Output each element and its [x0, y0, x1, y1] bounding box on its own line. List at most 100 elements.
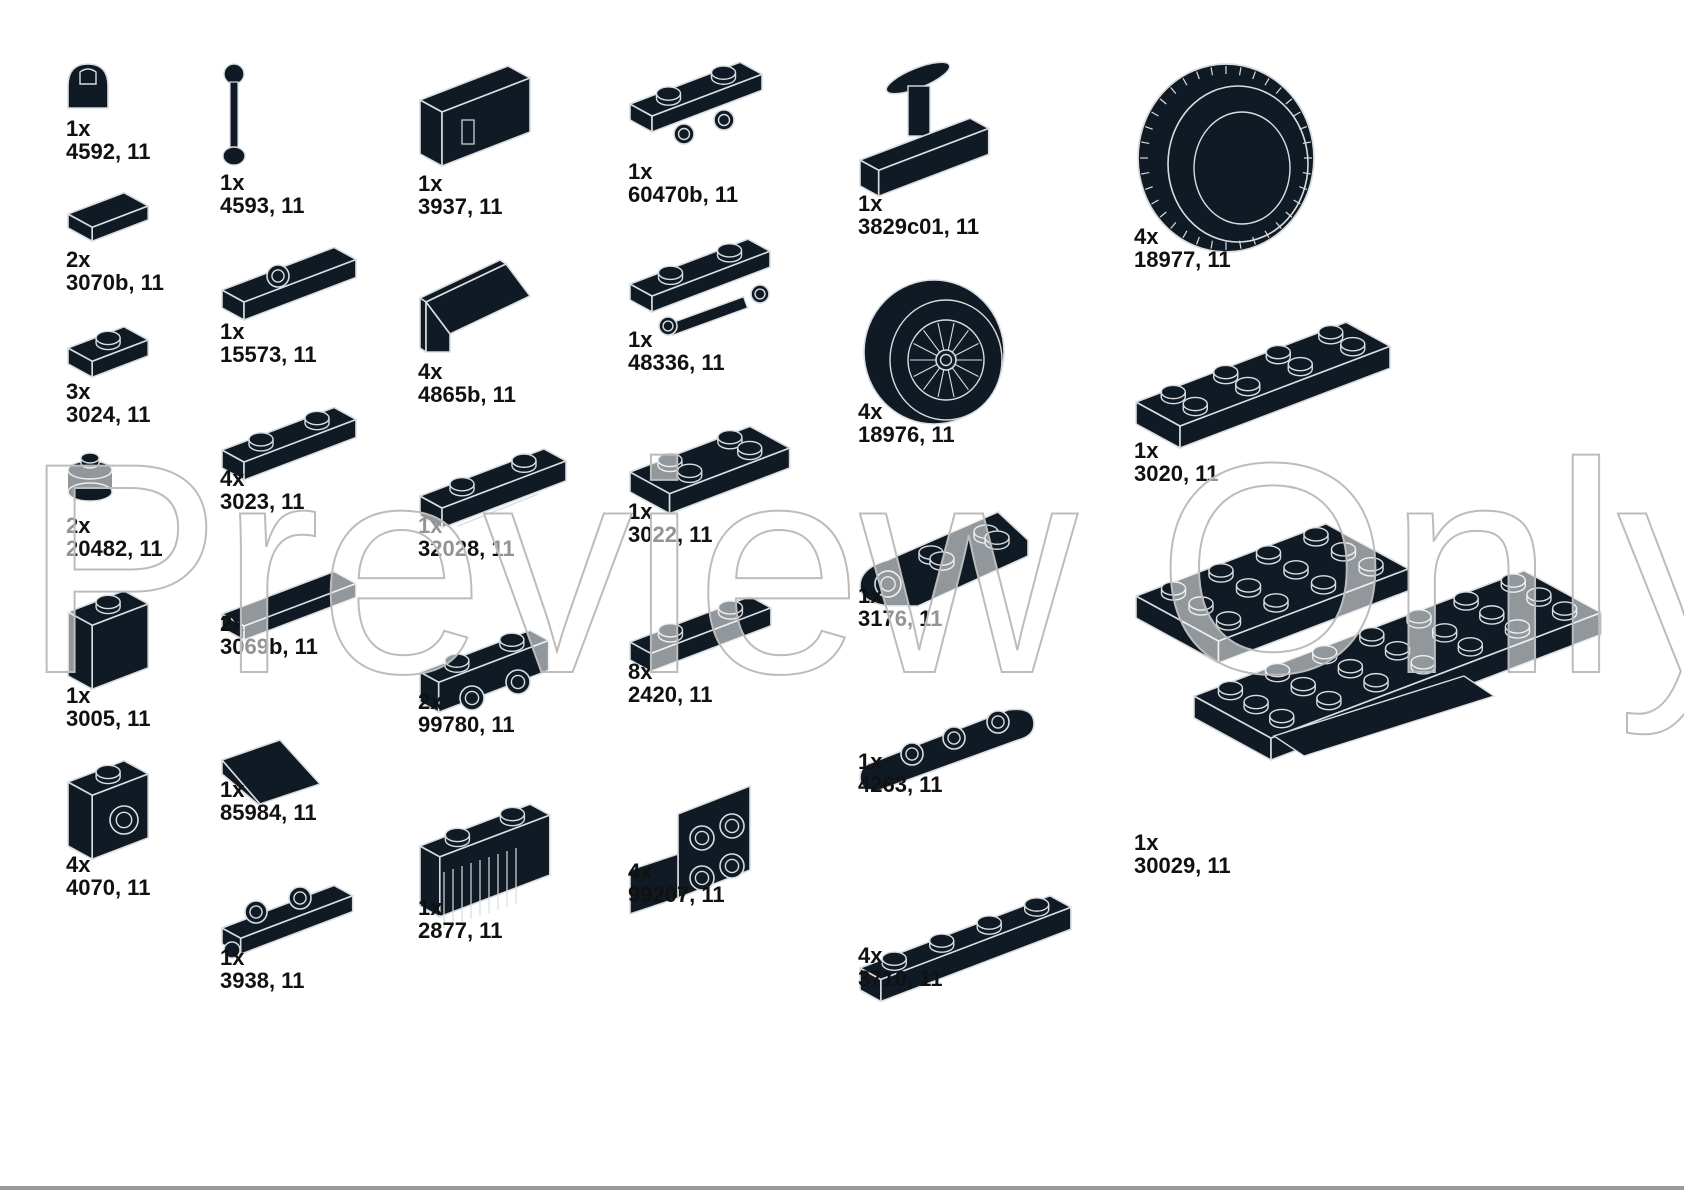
part-quantity: 2x: [418, 689, 443, 714]
part-number-color: 18976, 11: [858, 422, 955, 447]
part-illustration: [859, 61, 990, 197]
part-illustration: [419, 448, 567, 529]
part-number-color: 3710, 11: [858, 966, 943, 991]
part-illustration: [221, 406, 357, 481]
part-number-color: 4593, 11: [220, 193, 305, 218]
part-illustration: [67, 759, 149, 860]
part-number-color: 3024, 11: [66, 402, 151, 427]
part-quantity: 4x: [1134, 224, 1159, 249]
part-number-color: 20482, 11: [66, 536, 163, 561]
part-illustration: [1137, 63, 1315, 253]
part-illustration: [629, 238, 771, 337]
part-number-color: 15573, 11: [220, 342, 317, 367]
part-quantity: 1x: [858, 749, 883, 774]
part-number-color: 3022, 11: [628, 522, 713, 547]
part-quantity: 1x: [220, 945, 245, 970]
part-number-color: 3005, 11: [66, 706, 151, 731]
part-quantity: 1x: [220, 319, 245, 344]
part-quantity: 2x: [66, 513, 91, 538]
part-number-color: 18977, 11: [1134, 247, 1231, 272]
page-bottom-rule: [0, 1186, 1684, 1190]
part-number-color: 4592, 11: [66, 139, 151, 164]
part-quantity: 1x: [1134, 830, 1159, 855]
part-quantity: 4x: [858, 943, 883, 968]
part-illustration: [863, 279, 1005, 425]
part-quantity: 2x: [220, 611, 245, 636]
part-quantity: 1x: [628, 159, 653, 184]
part-number-color: 2420, 11: [628, 682, 713, 707]
part-number-color: 3829c01, 11: [858, 214, 980, 239]
part-illustration: [859, 511, 1029, 607]
part-quantity: 1x: [628, 327, 653, 352]
part-number-color: 4070, 11: [66, 875, 151, 900]
part-quantity: 4x: [628, 859, 653, 884]
part-quantity: 1x: [858, 191, 883, 216]
part-illustration: [629, 425, 791, 515]
part-number-color: 60470b, 11: [628, 182, 739, 207]
part-illustration: [67, 191, 149, 243]
part-quantity: 1x: [628, 499, 653, 524]
part-illustration: [419, 259, 531, 353]
part-number-color: 99207, 11: [628, 882, 725, 907]
part-quantity: 1x: [1134, 438, 1159, 463]
part-illustration: [629, 595, 772, 673]
part-number-color: 3070b, 11: [66, 270, 164, 295]
part-illustration: [629, 61, 763, 145]
part-quantity: 1x: [66, 116, 91, 141]
part-illustration: [221, 884, 354, 959]
part-number-color: 4865b, 11: [418, 382, 516, 407]
part-quantity: 1x: [418, 895, 443, 920]
part-quantity: 3x: [66, 379, 91, 404]
part-illustration: [221, 739, 321, 807]
part-number-color: 99780, 11: [418, 712, 515, 737]
part-number-color: 32028, 11: [418, 536, 515, 561]
part-illustration: [67, 452, 113, 502]
part-quantity: 4x: [418, 359, 443, 384]
part-illustration: [629, 785, 751, 915]
part-illustration: [67, 63, 109, 109]
part-quantity: 1x: [66, 683, 91, 708]
part-illustration: [859, 895, 1072, 1003]
part-illustration: [67, 589, 149, 690]
part-quantity: 8x: [628, 659, 653, 684]
part-quantity: 1x: [418, 513, 443, 538]
part-illustration: [221, 246, 357, 321]
part-number-color: 3937, 11: [418, 194, 503, 219]
part-number-color: 48336, 11: [628, 350, 725, 375]
part-illustration: [1135, 321, 1391, 449]
part-number-color: 3938, 11: [220, 968, 305, 993]
part-number-color: 3020, 11: [1134, 461, 1219, 486]
part-quantity: 1x: [220, 170, 245, 195]
part-number-color: 3176, 11: [858, 606, 943, 631]
part-illustration: [1135, 522, 1602, 761]
part-number-color: 85984, 11: [220, 800, 317, 825]
part-illustration: [221, 570, 357, 641]
part-illustration: [222, 63, 246, 166]
